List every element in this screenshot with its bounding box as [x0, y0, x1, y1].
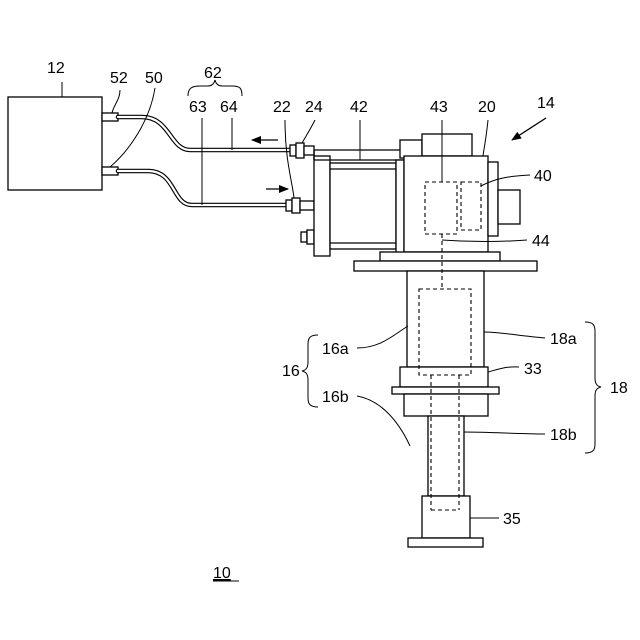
fitting-lower — [286, 198, 314, 213]
base-foot — [408, 496, 483, 547]
label-column-upper: 16a — [322, 341, 349, 358]
label-hose-b: 64 — [220, 99, 238, 116]
actuator-body — [314, 150, 404, 256]
label-port-upper: 52 — [110, 70, 128, 87]
brace-62 — [188, 80, 242, 96]
label-controller: 12 — [47, 60, 65, 77]
label-assembly: 14 — [537, 95, 555, 112]
label-actuator: 42 — [350, 99, 368, 116]
label-base: 35 — [503, 511, 521, 528]
label-system: 10 — [213, 565, 231, 582]
label-column-lower: 16b — [322, 389, 349, 406]
controller-box — [8, 97, 118, 190]
label-sleeve-upper: 18a — [550, 331, 577, 348]
brace-16 — [302, 335, 318, 407]
label-shaft: 44 — [532, 233, 550, 250]
label-valve-box: 43 — [430, 99, 448, 116]
label-port-lower: 50 — [145, 70, 163, 87]
label-column: 16 — [282, 363, 300, 380]
label-hose-a: 63 — [189, 99, 207, 116]
label-housing: 20 — [478, 99, 496, 116]
label-hose-group: 62 — [204, 65, 222, 82]
label-clamp: 33 — [524, 361, 542, 378]
brace-18 — [585, 322, 601, 453]
lower-port — [102, 167, 118, 175]
label-sleeve-lower: 18b — [550, 427, 577, 444]
label-sleeve: 18 — [610, 380, 628, 397]
plug-fitting — [301, 230, 314, 244]
label-fitting-a: 22 — [273, 99, 291, 116]
fitting-upper — [290, 143, 314, 158]
label-fitting-b: 24 — [305, 99, 323, 116]
clamp-ring — [392, 367, 499, 416]
mount-plate — [354, 261, 537, 271]
upper-port — [102, 113, 118, 121]
label-sensor: 40 — [534, 168, 552, 185]
